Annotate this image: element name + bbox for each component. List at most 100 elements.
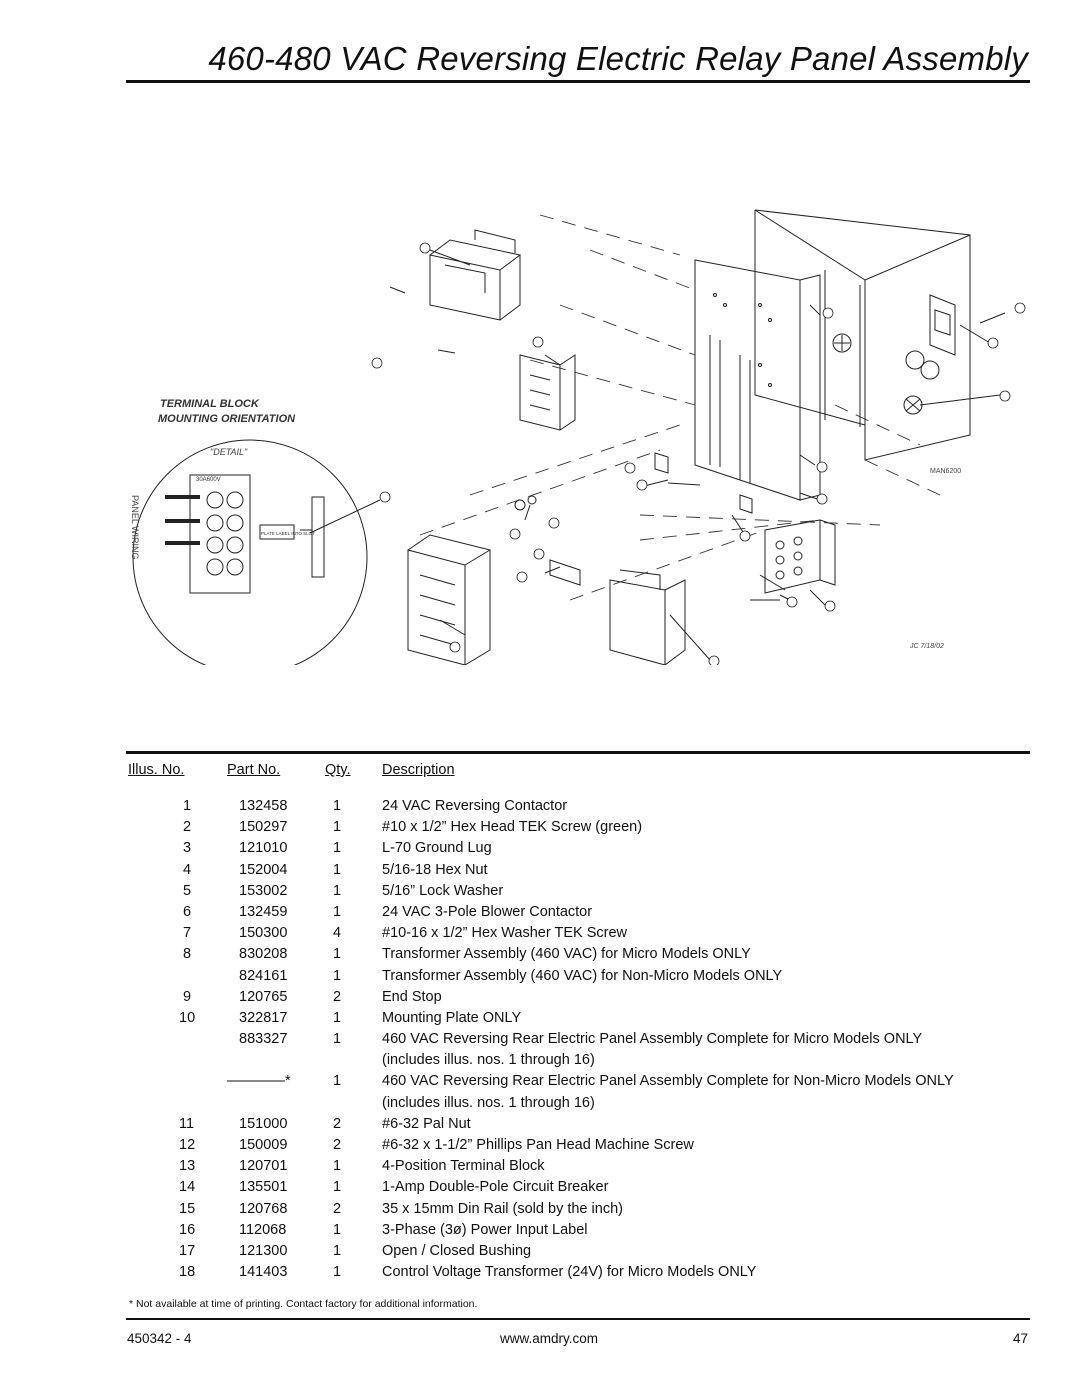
qty-cell: 1 [333,1031,342,1048]
table-row: 9 120765 2 End Stop [0,987,1080,1008]
illus-no-cell: 7 [183,925,192,942]
qty-cell: 1 [333,819,342,836]
table-row: 883327 1 460 VAC Reversing Rear Electric P… [0,1029,1080,1050]
description-cell: 3-Phase (3ø) Power Input Label [382,1221,588,1238]
part-no-cell: 132459 [239,903,288,920]
part-no-cell: 120768 [239,1200,288,1217]
detail-title-2: MOUNTING ORIENTATION [158,413,296,425]
qty-cell: 1 [333,861,342,878]
qty-cell: 1 [333,1158,342,1175]
qty-cell: 1 [333,882,342,899]
description-cell: 35 x 15mm Din Rail (sold by the inch) [382,1200,623,1217]
qty-cell: 1 [333,1221,342,1238]
detail-label: "DETAIL" [210,447,248,457]
description-cell: 460 VAC Reversing Rear Electric Panel As… [382,1031,923,1048]
header-illus: Illus. No. [128,762,185,778]
illus-no-cell: 6 [183,903,192,920]
qty-cell: 1 [333,946,342,963]
table-row: 11 151000 2 #6-32 Pal Nut [0,1114,1080,1135]
part-no-cell: 883327 [239,1031,288,1048]
header-qty: Qty. [325,762,351,778]
illus-no-cell: 13 [179,1158,196,1175]
illus-no-cell: 4 [183,861,192,878]
part-no-cell: 151000 [239,1115,288,1132]
transformer [429,229,522,321]
table-row: (includes illus. nos. 1 through 16) [0,1050,1080,1071]
qty-cell: 1 [333,1179,342,1196]
table-row: 14 135501 1 1-Amp Double-Pole Circuit Break… [0,1177,1080,1198]
description-cell: 4-Position Terminal Block [382,1158,545,1175]
exploded-assembly-drawing: TERMINAL BLOCK MOUNTING ORIENTATION "DET… [130,209,1026,665]
qty-cell: 2 [333,1200,342,1217]
illus-no-cell: 2 [183,819,192,836]
enclosure-box [754,209,971,461]
panel-wiring-label: PANEL WIRING [130,495,140,560]
date-stamp: JC 7/18/02 [909,643,944,650]
description-cell: Open / Closed Bushing [382,1242,532,1259]
description-cell: (includes illus. nos. 1 through 16) [382,1052,595,1069]
illus-no-cell: 14 [179,1179,196,1196]
terminal-block [764,519,836,594]
page-number: 47 [1012,1331,1028,1346]
description-cell: #6-32 Pal Nut [382,1115,471,1132]
illus-no-cell: 11 [179,1115,195,1132]
part-no-cell: 150300 [239,925,288,942]
mounting-plate [694,259,821,501]
qty-cell: 1 [333,1242,342,1259]
detail-circle [132,439,368,665]
description-cell: #10 x 1/2” Hex Head TEK Screw (green) [382,819,643,836]
description-cell: #6-32 x 1-1/2” Phillips Pan Head Machine… [382,1137,694,1153]
illus-no-cell: 9 [183,988,192,1005]
illus-no-cell: 12 [179,1137,196,1153]
detail-title-1: TERMINAL BLOCK [160,398,260,410]
table-row: 13 120701 1 4-Position Terminal Block [0,1156,1080,1177]
drawing-id: MAN6200 [930,468,961,475]
qty-cell: 1 [333,840,342,857]
part-no-cell: 120765 [239,988,288,1005]
description-cell: End Stop [382,988,442,1005]
part-no-cell: 830208 [239,946,288,963]
rating-label: 30A600V [196,477,221,483]
description-cell: Transformer Assembly (460 VAC) for Non-M… [382,967,783,984]
table-row: 17 121300 1 Open / Closed Bushing [0,1241,1080,1262]
table-row: 2 150297 1 #10 x 1/2” Hex Head TEK Screw (g… [0,817,1080,838]
website-link[interactable]: www.amdry.com [500,1331,599,1346]
illus-no-cell: 15 [179,1200,196,1217]
qty-cell: 2 [333,988,342,1005]
plate-label: PLATE LABEL INTO SLOT [261,531,315,536]
description-cell: 24 VAC 3-Pole Blower Contactor [382,903,593,920]
description-cell: Control Voltage Transformer (24V) for Mi… [382,1264,757,1281]
table-top-rule [126,751,1030,754]
part-no-cell: 112068 [239,1221,287,1238]
qty-cell: 1 [333,903,342,920]
part-no-cell: 150297 [239,819,288,836]
description-cell: Mounting Plate ONLY [382,1009,522,1026]
illus-no-cell: 3 [183,840,192,857]
part-no-cell: 141403 [239,1264,288,1281]
illus-no-cell: 1 [183,798,192,814]
part-no-cell: 322817 [239,1009,288,1026]
description-cell: (includes illus. nos. 1 through 16) [382,1094,595,1111]
description-cell: 1-Amp Double-Pole Circuit Breaker [382,1179,609,1196]
part-no-cell: 153002 [239,882,288,899]
qty-cell: 1 [333,1264,342,1281]
part-no-cell: 135501 [239,1179,288,1196]
qty-cell: 2 [333,1115,342,1132]
illus-no-cell: 5 [183,882,192,899]
part-no-cell: 120701 [239,1158,288,1175]
illus-no-cell: 18 [179,1264,196,1281]
part-no-cell: 132458 [239,798,288,814]
header-description: Description [382,762,455,778]
illus-no-cell: 17 [179,1242,196,1259]
description-cell: #10-16 x 1/2” Hex Washer TEK Screw [382,925,627,942]
header-rule [126,80,1030,83]
part-no-cell: 121300 [239,1242,288,1259]
